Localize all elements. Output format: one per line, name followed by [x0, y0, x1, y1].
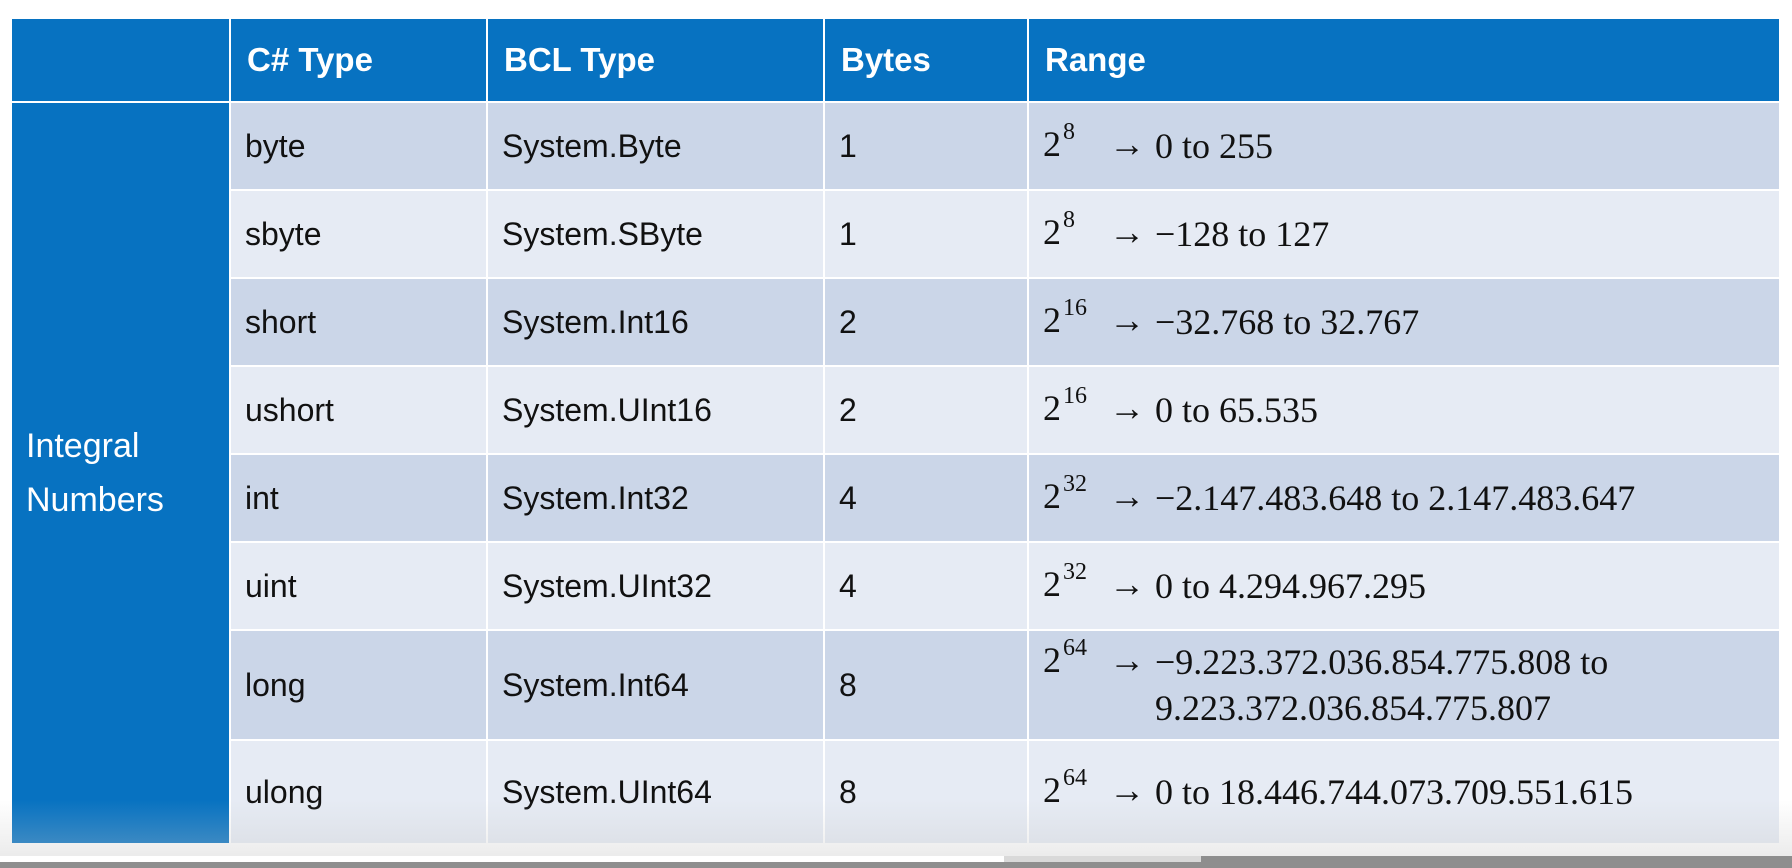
integral-types-table: C# Type BCL Type Bytes Range Integral Nu…: [10, 17, 1781, 845]
range-expression: 216→0 to 65.535: [1043, 383, 1779, 433]
video-progress-bar[interactable]: [0, 856, 1792, 868]
arrow-icon: →: [1109, 476, 1145, 516]
range-expression: 232→−2.147.483.648 to 2.147.483.647: [1043, 471, 1779, 521]
bytes-cell: 8: [823, 739, 1029, 845]
csharp-type-cell: sbyte: [229, 189, 488, 279]
range-expression: 232→0 to 4.294.967.295: [1043, 559, 1779, 609]
csharp-type-cell: long: [229, 629, 488, 741]
bcl-type-cell: System.UInt32: [486, 541, 825, 631]
arrow-icon: →: [1109, 770, 1145, 810]
range-value: 0 to 255: [1155, 126, 1274, 166]
csharp-type-cell: ulong: [229, 739, 488, 845]
range-cell: 216→0 to 65.535: [1027, 365, 1781, 455]
power-of-two: 264: [1043, 635, 1101, 681]
bcl-type-cell: System.UInt16: [486, 365, 825, 455]
header-corner-cell: [10, 17, 231, 103]
power-base: 2: [1043, 124, 1061, 164]
power-of-two: 232: [1043, 471, 1101, 517]
power-exponent: 32: [1063, 559, 1087, 585]
range-value: −9.223.372.036.854.775.808 to 9.223.372.…: [1155, 642, 1609, 728]
power-of-two: 28: [1043, 207, 1101, 253]
range-cell: 232→0 to 4.294.967.295: [1027, 541, 1781, 631]
range-cell: 28→0 to 255: [1027, 101, 1781, 191]
power-base: 2: [1043, 564, 1061, 604]
range-expression: 216→−32.768 to 32.767: [1043, 295, 1779, 345]
power-exponent: 8: [1063, 119, 1075, 145]
bytes-cell: 2: [823, 277, 1029, 367]
power-base: 2: [1043, 770, 1061, 810]
csharp-type-cell: byte: [229, 101, 488, 191]
power-of-two: 264: [1043, 765, 1101, 811]
power-exponent: 64: [1063, 635, 1087, 661]
power-exponent: 64: [1063, 765, 1087, 791]
range-expression: 28→−128 to 127: [1043, 207, 1779, 257]
power-exponent: 16: [1063, 295, 1087, 321]
power-base: 2: [1043, 212, 1061, 252]
arrow-icon: →: [1109, 564, 1145, 604]
bcl-type-cell: System.Int32: [486, 453, 825, 543]
csharp-type-cell: short: [229, 277, 488, 367]
power-of-two: 216: [1043, 383, 1101, 429]
power-of-two: 216: [1043, 295, 1101, 341]
range-value: −2.147.483.648 to 2.147.483.647: [1155, 478, 1636, 518]
group-label-integral-numbers: Integral Numbers: [10, 101, 231, 845]
arrow-icon: →: [1109, 124, 1145, 164]
bytes-cell: 1: [823, 189, 1029, 279]
arrow-icon: →: [1109, 640, 1145, 680]
power-exponent: 8: [1063, 207, 1075, 233]
range-cell: 264→0 to 18.446.744.073.709.551.615: [1027, 739, 1781, 845]
range-expression: 28→0 to 255: [1043, 119, 1779, 169]
csharp-type-cell: ushort: [229, 365, 488, 455]
csharp-type-cell: uint: [229, 541, 488, 631]
arrow-icon: →: [1109, 212, 1145, 252]
range-cell: 216→−32.768 to 32.767: [1027, 277, 1781, 367]
bcl-type-cell: System.UInt64: [486, 739, 825, 845]
header-csharp-type: C# Type: [229, 17, 488, 103]
bytes-cell: 8: [823, 629, 1029, 741]
bytes-cell: 4: [823, 541, 1029, 631]
header-bcl-type: BCL Type: [486, 17, 825, 103]
range-cell: 28→−128 to 127: [1027, 189, 1781, 279]
range-cell: 232→−2.147.483.648 to 2.147.483.647: [1027, 453, 1781, 543]
power-exponent: 16: [1063, 383, 1087, 409]
range-value: 0 to 65.535: [1155, 390, 1319, 430]
range-value: −128 to 127: [1155, 214, 1330, 254]
bcl-type-cell: System.Int64: [486, 629, 825, 741]
arrow-icon: →: [1109, 300, 1145, 340]
header-range: Range: [1027, 17, 1781, 103]
header-bytes: Bytes: [823, 17, 1029, 103]
power-base: 2: [1043, 388, 1061, 428]
bytes-cell: 2: [823, 365, 1029, 455]
bcl-type-cell: System.Byte: [486, 101, 825, 191]
video-progress-fill: [0, 856, 1004, 862]
power-base: 2: [1043, 300, 1061, 340]
power-exponent: 32: [1063, 471, 1087, 497]
range-expression: 264→0 to 18.446.744.073.709.551.615: [1043, 765, 1779, 815]
bytes-cell: 4: [823, 453, 1029, 543]
csharp-type-cell: int: [229, 453, 488, 543]
bcl-type-cell: System.SByte: [486, 189, 825, 279]
table-header-row: C# Type BCL Type Bytes Range: [10, 17, 1781, 103]
power-of-two: 28: [1043, 119, 1101, 165]
bcl-type-cell: System.Int16: [486, 277, 825, 367]
power-base: 2: [1043, 476, 1061, 516]
power-of-two: 232: [1043, 559, 1101, 605]
range-expression: 264→−9.223.372.036.854.775.808 to 9.223.…: [1043, 635, 1779, 731]
range-value: −32.768 to 32.767: [1155, 302, 1420, 342]
arrow-icon: →: [1109, 388, 1145, 428]
power-base: 2: [1043, 640, 1061, 680]
range-value: 0 to 4.294.967.295: [1155, 566, 1427, 606]
bytes-cell: 1: [823, 101, 1029, 191]
range-cell: 264→−9.223.372.036.854.775.808 to 9.223.…: [1027, 629, 1781, 741]
range-value: 0 to 18.446.744.073.709.551.615: [1155, 772, 1634, 812]
